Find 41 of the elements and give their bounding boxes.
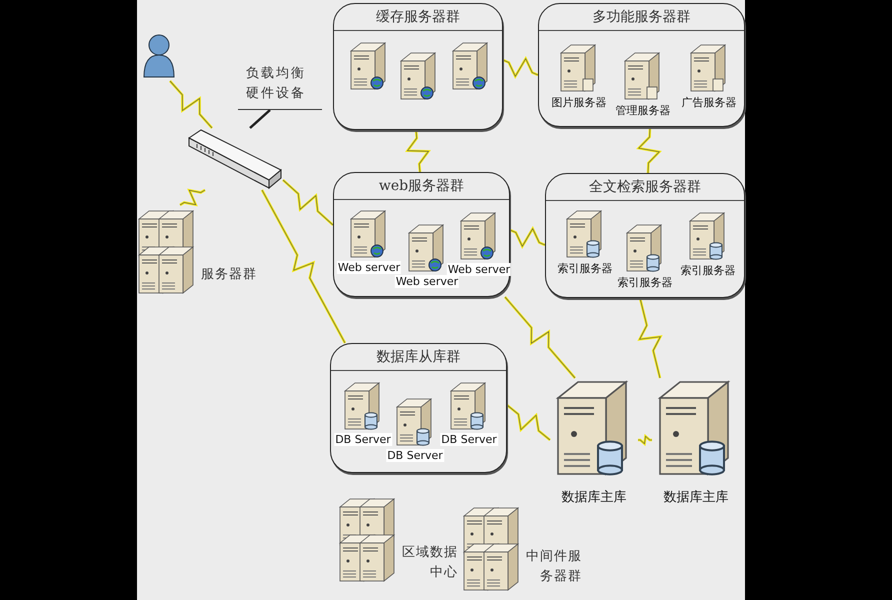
lightning-link — [510, 226, 546, 249]
server-label: Web server — [336, 261, 402, 274]
server-label: 中间件服务器群 — [525, 548, 582, 586]
server-label: 服务器群 — [200, 266, 257, 284]
lightning-link — [638, 434, 652, 446]
server-group-box — [330, 343, 507, 473]
lightning-link — [179, 188, 206, 206]
lightning-link — [405, 130, 431, 172]
server-group-box — [538, 3, 745, 127]
server-label: DB Server — [440, 433, 498, 446]
lightning-link — [506, 404, 551, 441]
lightning-link — [504, 296, 576, 379]
lightning-link — [637, 298, 663, 378]
lightning-link — [260, 189, 346, 344]
lightning-link — [636, 126, 662, 174]
server-label: 数据库主库 — [560, 488, 628, 506]
server-label: 管理服务器 — [614, 103, 672, 118]
server-label: DB Server — [334, 433, 392, 446]
group-title: 全文检索服务器群 — [546, 174, 744, 201]
group-title: 缓存服务器群 — [334, 4, 502, 31]
group-title: 多功能服务器群 — [539, 4, 744, 31]
leader-line — [249, 109, 271, 129]
device-label: 负载均衡硬件设备 — [246, 65, 307, 103]
server-label: DB Server — [386, 449, 444, 462]
server-label: 数据库主库 — [662, 488, 730, 506]
server-label: Web server — [446, 263, 512, 276]
server-label: Web server — [394, 275, 460, 288]
server-group-box — [545, 173, 745, 298]
server-label: 图片服务器 — [550, 95, 608, 110]
server-label: 区域数据中心 — [401, 544, 458, 582]
lightning-link — [169, 80, 213, 129]
lightning-link — [502, 56, 538, 79]
server-label: 广告服务器 — [680, 95, 738, 110]
server-group-box — [333, 3, 503, 130]
server-label: 索引服务器 — [556, 261, 614, 276]
server-label: 索引服务器 — [616, 275, 674, 290]
server-label: 索引服务器 — [680, 263, 736, 278]
server-group-box — [333, 172, 510, 297]
group-title: web服务器群 — [334, 173, 509, 200]
group-title: 数据库从库群 — [331, 344, 506, 371]
lightning-link — [282, 179, 334, 226]
